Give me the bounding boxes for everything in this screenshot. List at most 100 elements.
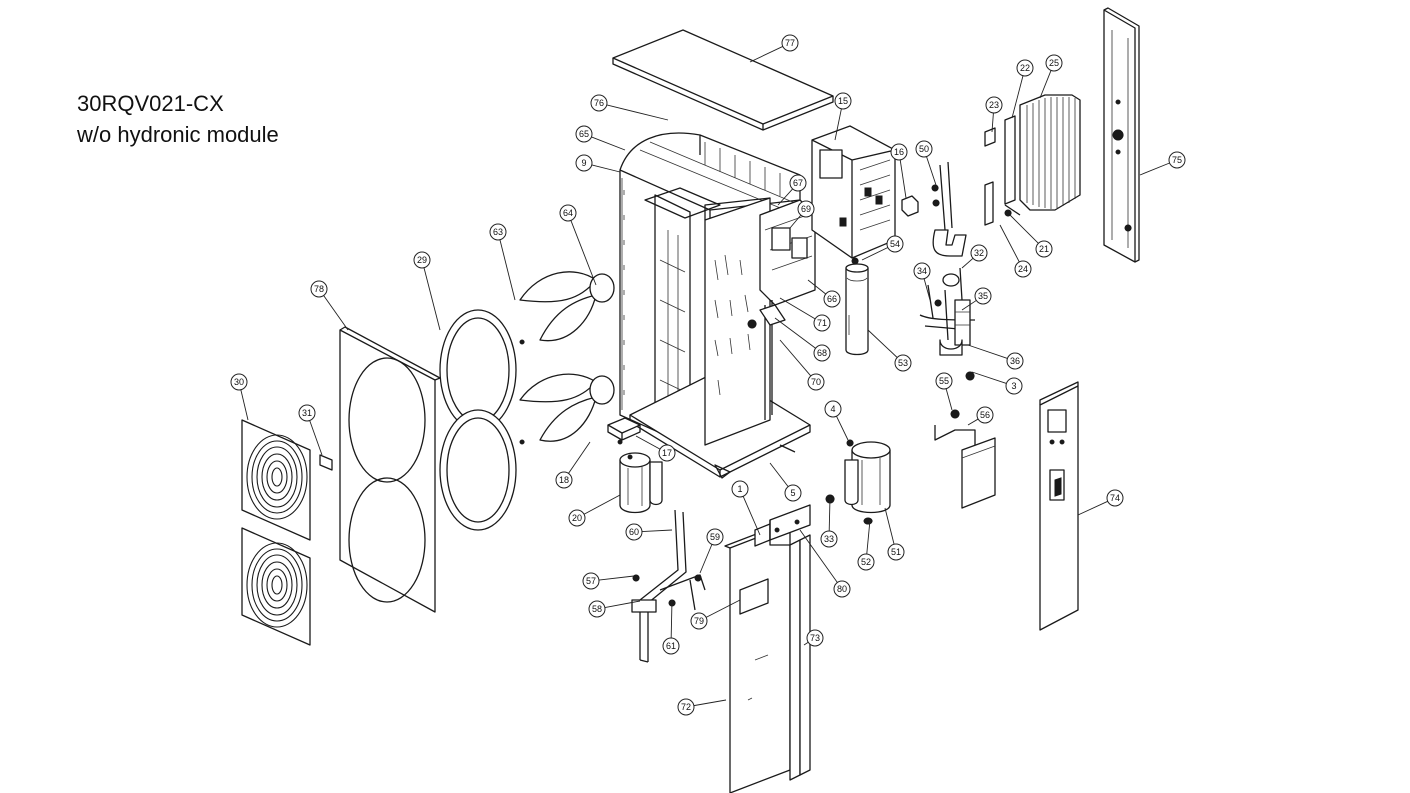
callout-16: 16: [890, 143, 908, 199]
callout-22: 22: [1011, 59, 1034, 119]
callout-number: 75: [1172, 155, 1182, 165]
callout-number: 24: [1018, 264, 1028, 274]
callout-number: 9: [581, 158, 586, 168]
callout-leader-line: [866, 519, 871, 555]
callout-bubble: [887, 543, 905, 561]
callout-number: 22: [1020, 63, 1030, 73]
callout-leader-line: [1139, 162, 1170, 176]
callout-bubble: [976, 406, 994, 424]
callout-72: 72: [677, 698, 727, 716]
callout-74: 74: [1077, 489, 1124, 516]
callout-leader-line: [789, 214, 802, 229]
part-top-cover: [612, 29, 834, 131]
callout-bubble: [1168, 151, 1186, 169]
callout-bubble: [797, 200, 815, 218]
callout-71: 71: [779, 297, 831, 332]
callout-leader-line: [635, 435, 661, 450]
callout-bubble: [784, 484, 802, 502]
callout-bubble: [985, 96, 1003, 114]
callout-number: 32: [974, 248, 984, 258]
callout-bubble: [806, 629, 824, 647]
callout-leader-line: [1009, 214, 1039, 244]
callout-9: 9: [575, 154, 621, 173]
callout-bubble: [823, 290, 841, 308]
callout-67: 67: [777, 174, 807, 206]
callout-bubble: [820, 530, 838, 548]
callout-bubble: [833, 580, 851, 598]
callout-leader-line: [769, 462, 789, 487]
callout-number: 76: [594, 98, 604, 108]
callout-73: 73: [803, 629, 824, 647]
callout-bubble: [230, 373, 248, 391]
part-front-panels: [724, 504, 811, 793]
callout-leader-line: [971, 371, 1007, 384]
callout-18: 18: [555, 441, 591, 489]
callout-35: 35: [961, 287, 992, 311]
callout-number: 56: [980, 410, 990, 420]
callout-bubble: [1005, 377, 1023, 395]
callout-bubble: [625, 523, 643, 541]
part-compressor: [825, 439, 891, 525]
callout-number: 67: [793, 178, 803, 188]
part-small-components: [901, 161, 967, 257]
callout-number: 1: [737, 484, 742, 494]
part-plate-heat-exchanger: [984, 94, 1081, 226]
model-variant: w/o hydronic module: [77, 122, 279, 147]
callout-leader-line: [967, 344, 1008, 359]
callout-bubble: [575, 154, 593, 172]
callout-31: 31: [298, 404, 323, 456]
callout-bubble: [310, 280, 328, 298]
callout-bubble: [1035, 240, 1053, 258]
callout-number: 72: [681, 702, 691, 712]
callout-53: 53: [867, 329, 912, 372]
callout-number: 4: [830, 404, 835, 414]
callout-leader-line: [961, 300, 977, 311]
callout-leader-line: [670, 599, 673, 639]
callout-21: 21: [1009, 214, 1053, 258]
callout-bubble: [559, 204, 577, 222]
callout-bubble: [568, 509, 586, 527]
callout-bubble: [662, 637, 680, 655]
callout-bubble: [913, 262, 931, 280]
callout-number: 17: [662, 448, 672, 458]
callout-leader-line: [1011, 75, 1024, 119]
callout-bubble: [813, 314, 831, 332]
callout-30: 30: [230, 373, 249, 421]
callout-leader-line: [240, 389, 249, 421]
diagram-title: 30RQV021-CX w/o hydronic module: [77, 88, 279, 150]
callout-bubble: [677, 698, 695, 716]
callout-leader-line: [867, 329, 898, 358]
callout-bubble: [834, 92, 852, 110]
callout-leader-line: [926, 156, 937, 186]
callout-number: 61: [666, 641, 676, 651]
callout-55: 55: [935, 372, 953, 411]
callout-78: 78: [310, 280, 349, 331]
callout-36: 36: [967, 344, 1024, 370]
callout-number: 65: [579, 129, 589, 139]
callout-number: 54: [890, 239, 900, 249]
callout-33: 33: [820, 497, 838, 548]
callout-leader-line: [693, 699, 727, 707]
callout-57: 57: [582, 572, 635, 590]
callout-bubble: [807, 373, 825, 391]
callout-leader-line: [1077, 500, 1108, 516]
callout-bubble: [658, 444, 676, 462]
callout-leader-line: [861, 247, 888, 261]
callout-25: 25: [1039, 54, 1063, 99]
callout-52: 52: [857, 519, 875, 571]
callout-bubble: [690, 612, 708, 630]
callout-leader-line: [836, 416, 849, 441]
callout-leader-line: [742, 496, 761, 536]
callout-leader-line: [834, 108, 842, 141]
callout-bubble: [1006, 352, 1024, 370]
callout-number: 78: [314, 284, 324, 294]
callout-number: 33: [824, 534, 834, 544]
callout-29: 29: [413, 251, 441, 331]
callout-bubble: [781, 34, 799, 52]
callout-69: 69: [789, 200, 815, 229]
callout-bubble: [413, 251, 431, 269]
callout-number: 71: [817, 318, 827, 328]
part-small-block: [607, 417, 641, 445]
callout-leader-line: [570, 220, 597, 286]
callout-bubble: [824, 400, 842, 418]
